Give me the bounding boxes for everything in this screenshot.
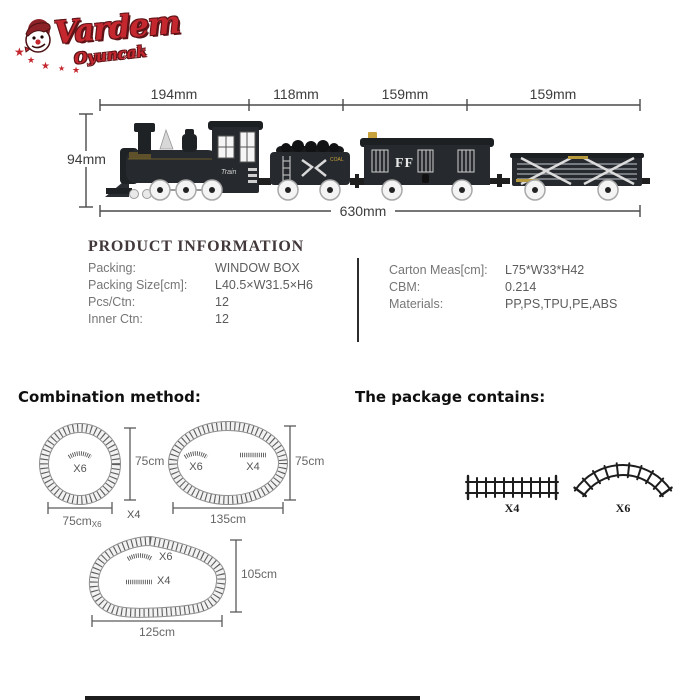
tender-marking: COAL (330, 157, 344, 163)
locomotive: Train (105, 121, 271, 201)
curved-track-icon (573, 462, 673, 498)
info-label: CBM: (389, 280, 421, 294)
tender-car: COAL (270, 140, 364, 201)
info-value: 12 (215, 295, 229, 309)
star-icon: ★ (27, 55, 36, 65)
info-value: L75*W33*H42 (505, 263, 585, 277)
cab-marking: Train (221, 169, 237, 176)
circle-piece-qty: X6 (73, 463, 87, 475)
train-illustration: Train (105, 121, 650, 201)
info-value: PP,PS,TPU,PE,ABS (505, 297, 618, 311)
info-label: Pcs/Ctn: (88, 295, 136, 309)
product-info-title: PRODUCT INFORMATION (88, 238, 304, 255)
info-label: Packing Size[cm]: (88, 278, 188, 292)
circle-side-label: X4 (127, 509, 141, 521)
info-value: 0.214 (505, 280, 537, 294)
straight-track-icon (465, 474, 559, 501)
package-contains-title: The package contains: (355, 388, 546, 406)
segment-dimension-label: 159mm (529, 86, 577, 102)
star-icon: ★ (14, 45, 25, 59)
poly-width-label: 125cm (138, 625, 176, 639)
gondola-car (510, 153, 650, 201)
total-length-label: 630mm (331, 203, 395, 219)
brand-logo: Vardem Oyuncak ★ ★ ★ ★ ★ (12, 4, 182, 76)
info-value: WINDOW BOX (215, 261, 300, 275)
poly-height-label: 105cm (241, 567, 278, 581)
circle-width-label: 75cmX6 (50, 512, 114, 530)
segment-dimension-label: 159mm (381, 86, 429, 102)
oval-height-label: 75cm (295, 454, 325, 468)
poly-piece-qty: X4 (157, 575, 171, 587)
straight-track-qty: X4 (504, 501, 520, 515)
boxcar-marking: FF (395, 156, 414, 171)
info-label: Materials: (389, 297, 444, 311)
info-label: Packing: (88, 261, 136, 275)
star-icon: ★ (72, 65, 81, 75)
column-divider (357, 258, 359, 342)
info-value: L40.5×W31.5×H6 (215, 278, 313, 292)
bottom-edge-bar (85, 696, 420, 700)
circle-width-sub: X6 (91, 520, 102, 529)
oval-piece-qty: X4 (246, 461, 260, 473)
oval-piece-qty: X6 (189, 461, 203, 473)
segment-dimension-label: 118mm (273, 86, 319, 102)
info-label: Inner Ctn: (88, 312, 143, 326)
star-icon: ★ (41, 61, 50, 72)
info-value: 12 (215, 312, 229, 326)
star-icon: ★ (58, 64, 66, 73)
boxcar: FF (360, 132, 510, 201)
combination-method-title: Combination method: (18, 388, 201, 406)
curved-track-qty: X6 (615, 501, 631, 515)
circle-height-label: 75cm (135, 454, 165, 468)
segment-dimension-label: 194mm (150, 86, 198, 102)
clown-face-icon (24, 19, 51, 53)
oval-width-label: 135cm (209, 512, 247, 526)
circle-width-value: 75cm (62, 514, 92, 528)
height-dimension-label: 94mm (64, 151, 108, 167)
poly-piece-qty: X6 (159, 551, 173, 563)
info-label: Carton Meas[cm]: (389, 263, 488, 277)
